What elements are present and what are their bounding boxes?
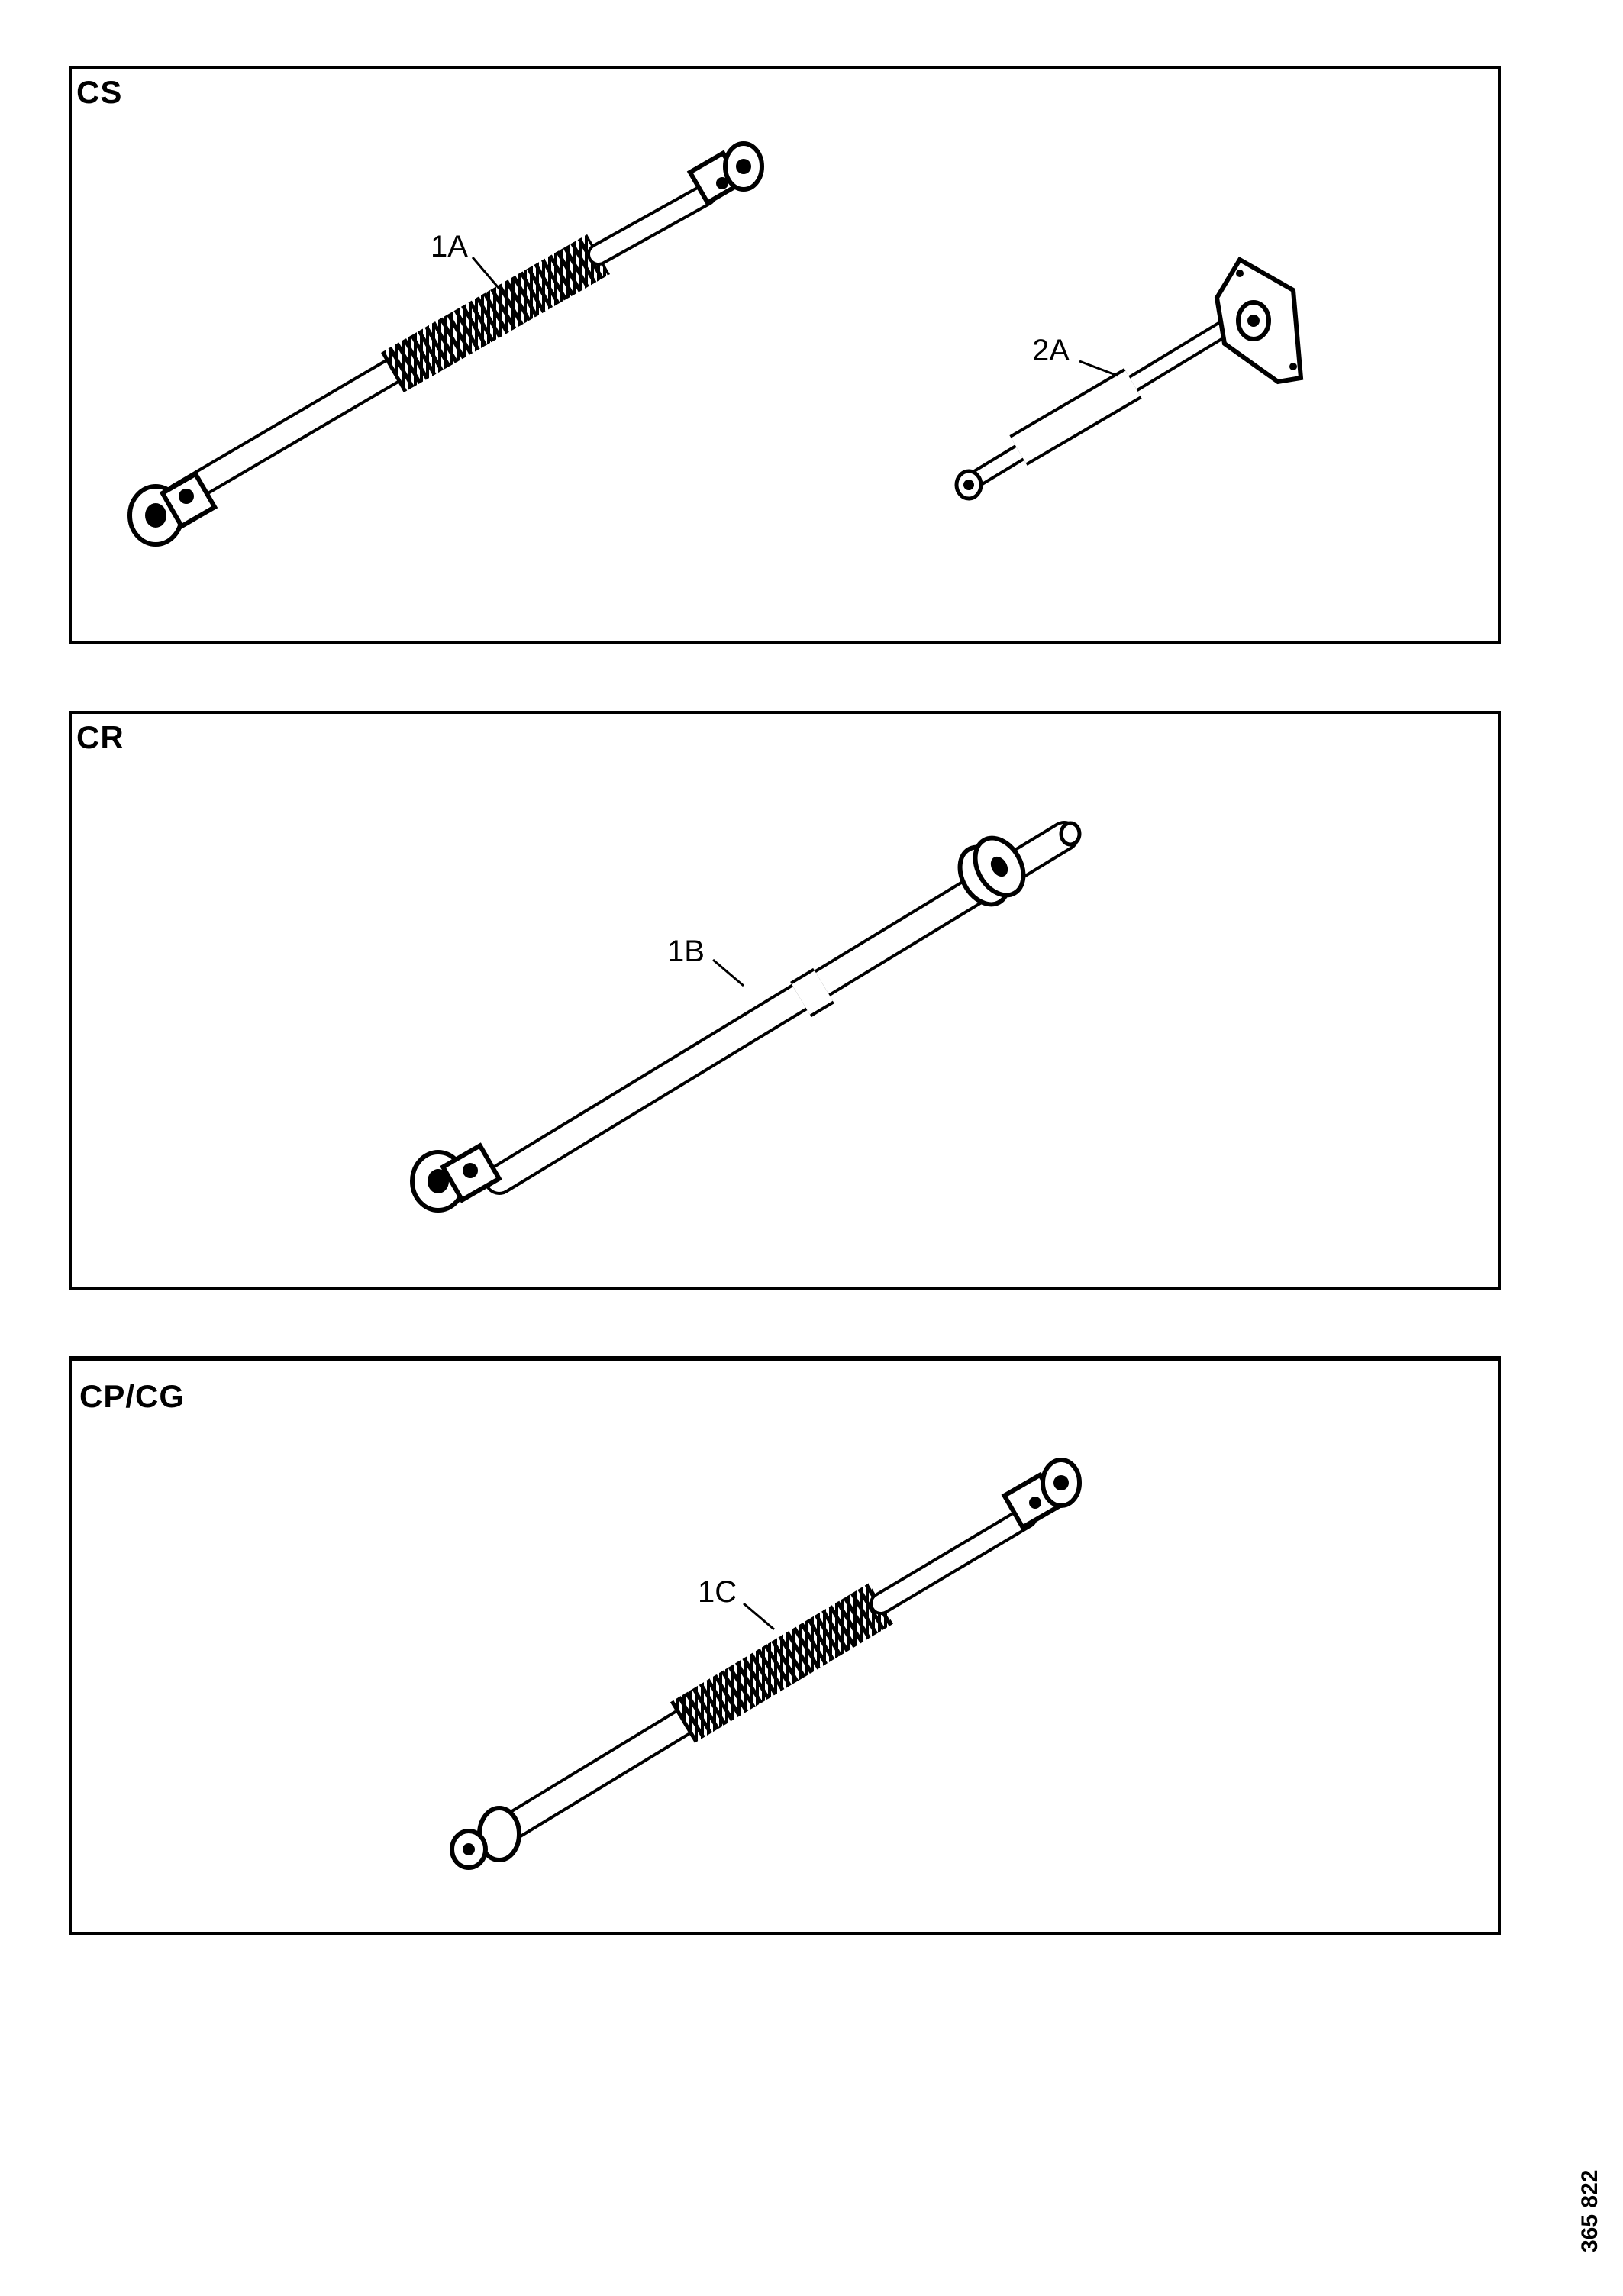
panel-cr: CR 1B xyxy=(69,711,1501,1290)
document-id: 365 822 xyxy=(1577,2169,1602,2252)
universal-joint-lower xyxy=(127,470,218,547)
callout-1a: 1A xyxy=(431,230,468,263)
callout-1c: 1C xyxy=(698,1575,737,1609)
steering-shaft-1a: 1A xyxy=(127,141,764,547)
panel-cp-cg: CP/CG xyxy=(69,1356,1501,1935)
panel-cr-drawing: 1B xyxy=(410,821,1082,1213)
mounting-flange xyxy=(1214,256,1304,385)
panel-cs-drawing: 1A 2A xyxy=(127,141,1304,547)
steering-shaft-2a: 2A xyxy=(954,256,1304,501)
callout-2a: 2A xyxy=(1032,334,1070,367)
universal-joint-upper xyxy=(1001,1458,1082,1531)
universal-joint-upper xyxy=(686,141,764,206)
splined-end xyxy=(450,1806,521,1870)
steering-shaft-1b: 1B xyxy=(410,821,1082,1213)
steering-shaft-1c: 1C xyxy=(450,1458,1082,1870)
callout-1b: 1B xyxy=(667,935,705,968)
panel-label-cs: CS xyxy=(76,74,123,110)
universal-joint xyxy=(410,1142,502,1213)
bushing xyxy=(957,835,1026,907)
panel-label-cr: CR xyxy=(76,719,124,755)
panel-cp-cg-drawing: 1C xyxy=(450,1458,1082,1870)
panel-label-cp-cg: CP/CG xyxy=(79,1378,186,1414)
panel-cs: CS xyxy=(69,66,1501,644)
